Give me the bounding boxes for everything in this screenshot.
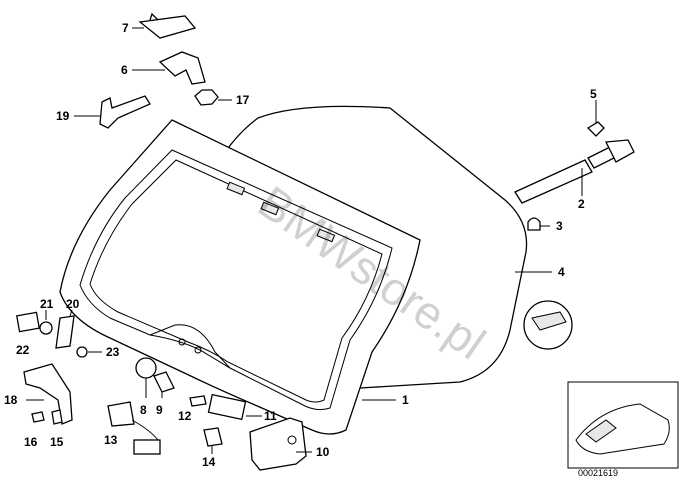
tailgate-center-bump bbox=[149, 324, 231, 369]
part-13-connector[interactable] bbox=[133, 439, 161, 455]
callout-1: 1 bbox=[402, 393, 409, 407]
leader-20 bbox=[69, 309, 73, 317]
part-23-washer[interactable] bbox=[76, 346, 88, 358]
callout-10: 10 bbox=[316, 445, 330, 459]
car-thumbnail bbox=[575, 403, 670, 455]
callout-6: 6 bbox=[121, 63, 128, 77]
callout-11: 11 bbox=[264, 409, 277, 423]
part-2-gas-strut[interactable] bbox=[514, 159, 593, 204]
frame-hole-a bbox=[178, 338, 186, 346]
callout-12: 12 bbox=[178, 409, 192, 423]
part-16-bolt[interactable] bbox=[31, 411, 45, 423]
tailgate-frame-inner2 bbox=[89, 159, 383, 403]
callout-3: 3 bbox=[556, 219, 563, 233]
callout-21: 21 bbox=[40, 297, 54, 311]
part-3-ball-pin[interactable] bbox=[527, 217, 541, 231]
callout-9: 9 bbox=[156, 403, 163, 417]
part-17-clip[interactable] bbox=[194, 89, 219, 106]
part-15-bolt[interactable] bbox=[51, 409, 63, 425]
part-13-wire bbox=[131, 419, 159, 441]
part-14-bumper[interactable] bbox=[203, 427, 223, 447]
part-20-bracket[interactable] bbox=[55, 315, 75, 349]
part-6-bracket[interactable] bbox=[158, 51, 206, 85]
frame-clip-b bbox=[260, 201, 280, 216]
callout-20: 20 bbox=[66, 297, 80, 311]
callout-19: 19 bbox=[56, 109, 70, 123]
part-5-clip[interactable] bbox=[586, 121, 605, 137]
part-7-bracket[interactable] bbox=[138, 12, 197, 39]
frame-clip-a bbox=[226, 181, 246, 196]
part-10-hole bbox=[287, 435, 297, 445]
callout-18: 18 bbox=[4, 393, 18, 407]
callout-4: 4 bbox=[558, 265, 565, 279]
callout-7: 7 bbox=[122, 21, 129, 35]
callout-16: 16 bbox=[24, 435, 38, 449]
callout-2: 2 bbox=[578, 197, 585, 211]
part-19-bracket[interactable] bbox=[99, 95, 151, 129]
tailgate-frame-inner bbox=[79, 149, 393, 411]
frame-hole-b bbox=[194, 346, 202, 354]
callout-5: 5 bbox=[590, 87, 597, 101]
tailgate-frame[interactable] bbox=[59, 119, 421, 435]
part-12-screw[interactable] bbox=[189, 395, 207, 407]
callout-8: 8 bbox=[140, 403, 147, 417]
part-11-lock[interactable] bbox=[207, 393, 247, 421]
part-22-plate[interactable] bbox=[16, 311, 40, 333]
detail-clip bbox=[531, 311, 567, 331]
part-9-fastener[interactable] bbox=[153, 371, 175, 393]
frame-clip-c bbox=[316, 228, 336, 243]
part-21-nut[interactable] bbox=[39, 321, 53, 335]
part-10-latch[interactable] bbox=[249, 417, 307, 471]
car-thumbnail-frame bbox=[567, 381, 679, 469]
callout-17: 17 bbox=[236, 93, 250, 107]
callout-22: 22 bbox=[16, 343, 30, 357]
part-8-grommet[interactable] bbox=[135, 357, 157, 379]
car-thumbnail-rear-window bbox=[585, 419, 617, 443]
diagram-code: 00021619 bbox=[578, 468, 618, 478]
callout-13: 13 bbox=[104, 433, 118, 447]
part-2-strut-end[interactable] bbox=[604, 139, 635, 163]
callout-15: 15 bbox=[50, 435, 64, 449]
part-13-switch[interactable] bbox=[107, 401, 135, 427]
callout-14: 14 bbox=[202, 455, 216, 469]
callout-23: 23 bbox=[106, 345, 120, 359]
part-18-bracket[interactable] bbox=[23, 363, 73, 425]
